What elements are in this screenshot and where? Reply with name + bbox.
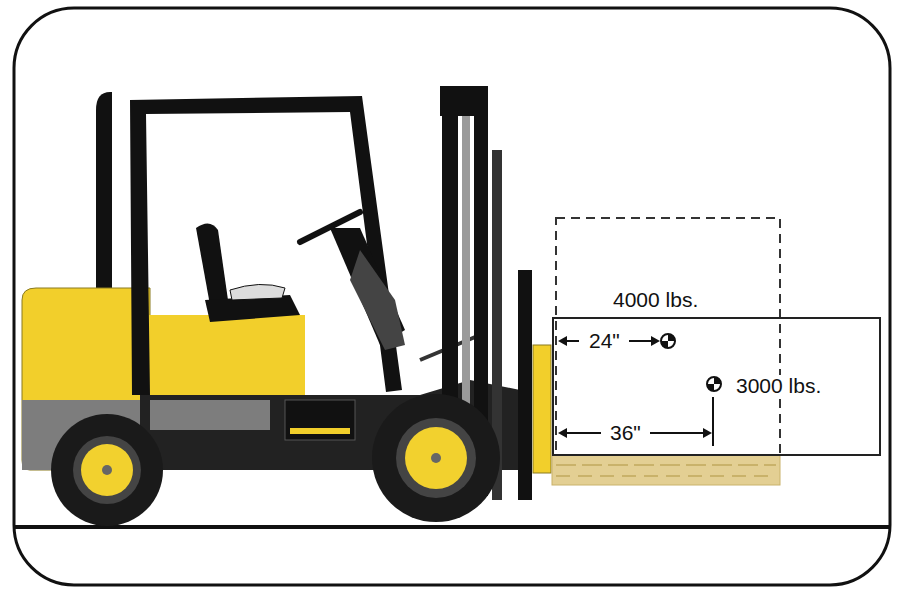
pallet (552, 455, 780, 485)
front-tire (372, 394, 500, 522)
fork (533, 345, 551, 473)
step-panel (150, 400, 270, 430)
center-of-gravity (707, 377, 721, 391)
pallet-texture (556, 464, 776, 466)
arrowhead (703, 428, 712, 438)
seat-back (196, 223, 228, 305)
center-of-gravity (661, 334, 675, 348)
pallet-texture (556, 475, 776, 477)
axle (431, 453, 441, 463)
body-panel (140, 315, 305, 395)
rear-rim (73, 436, 141, 504)
front-rim (396, 418, 476, 498)
frame (14, 8, 890, 585)
center-of-gravity (661, 334, 675, 348)
armrest (230, 284, 285, 300)
rear-tire (51, 414, 163, 526)
arrowhead (558, 428, 567, 438)
side-panel (285, 400, 355, 440)
carriage (518, 270, 532, 500)
exhaust-pipe (96, 92, 112, 290)
rear-hub (81, 444, 133, 496)
dimension-line (650, 432, 706, 434)
load-weight: 4000 lbs. (611, 289, 700, 311)
front-hub (405, 427, 467, 489)
arrowhead (558, 336, 567, 346)
ground-line (15, 525, 889, 529)
axle (102, 465, 112, 475)
long-load-outline (553, 318, 880, 455)
dimension-tick (712, 397, 714, 446)
load-weight: 3000 lbs. (734, 375, 823, 397)
arrowhead (651, 336, 660, 346)
dimension-label: 36" (608, 422, 643, 444)
center-of-gravity (707, 377, 721, 391)
dimension-label: 24" (587, 330, 622, 352)
tall-load-outline (556, 218, 780, 455)
side-stripe (290, 428, 350, 434)
dash (350, 250, 405, 350)
dimension-line (629, 340, 654, 342)
